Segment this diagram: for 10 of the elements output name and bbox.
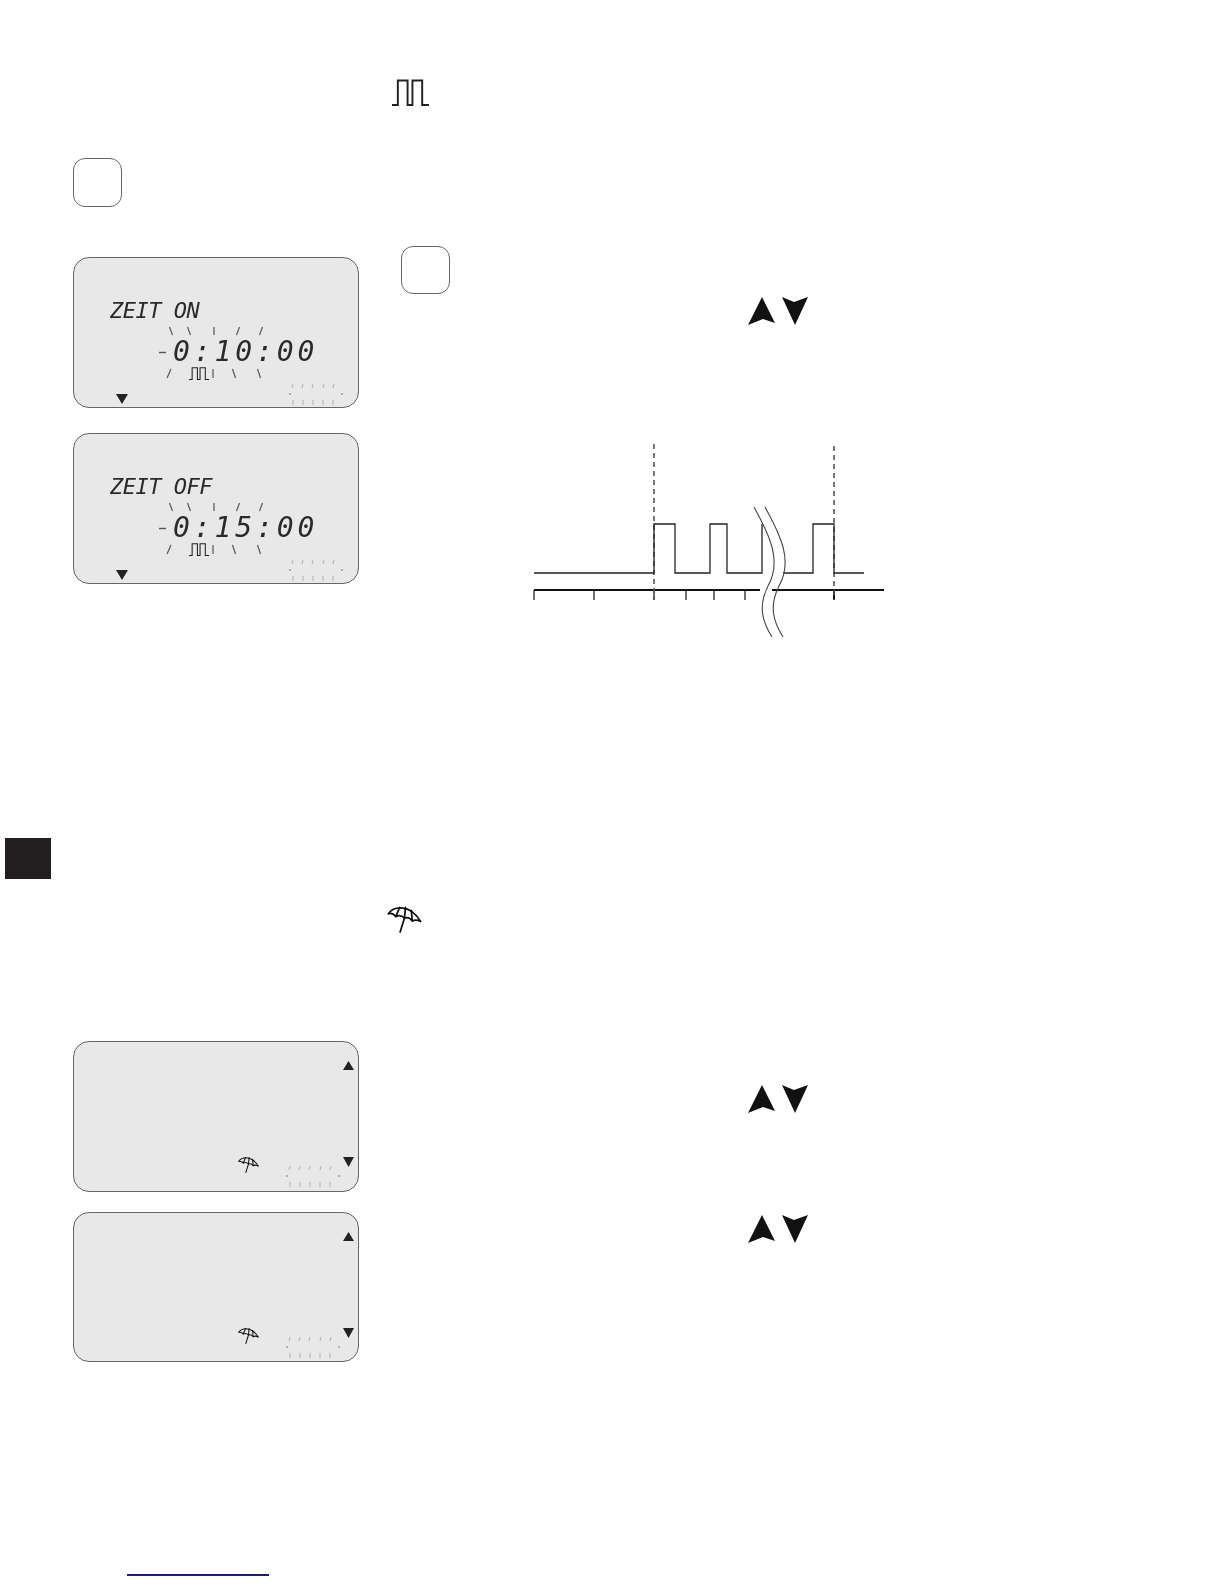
lcd-display xyxy=(73,257,359,408)
display-time: 0:10:00 xyxy=(173,338,319,366)
lcd-display xyxy=(73,433,359,584)
display-heading: ZEIT OFF xyxy=(110,476,212,498)
button-outline xyxy=(401,246,450,294)
lcd-display xyxy=(73,1212,359,1362)
lcd-display xyxy=(73,1041,359,1192)
display-heading: ZEIT ON xyxy=(110,300,200,322)
button-outline xyxy=(73,158,122,207)
display-time: 0:15:00 xyxy=(173,514,319,542)
